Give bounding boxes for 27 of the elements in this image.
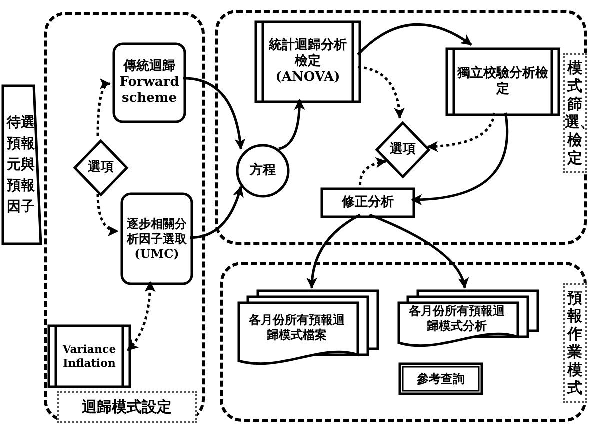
arrow	[306, 214, 361, 289]
group-label: 預報作業模式	[563, 283, 587, 403]
arrow	[411, 112, 508, 206]
predefined-process-box: 獨立校驗分析檢定	[446, 48, 560, 116]
arrow	[96, 80, 111, 136]
arrow	[369, 214, 468, 289]
query-box: 參考查詢	[399, 363, 483, 395]
predefined-process-box: Variance Inflation	[48, 325, 131, 388]
predefined-process-box: 統計迴歸分析檢定 (ANOVA)	[255, 21, 361, 103]
arrow	[278, 99, 306, 150]
equation-circle: 方程	[236, 144, 290, 198]
arrow	[96, 194, 119, 236]
process-box: 逐步相關分析因子選取 (UMC)	[121, 193, 193, 285]
arrow	[427, 112, 496, 152]
arrow	[357, 24, 472, 56]
dashed-group	[44, 12, 205, 422]
process-box: 修正分析	[321, 188, 415, 218]
dashed-group	[220, 262, 587, 422]
group-label: 模式篩選、檢定	[563, 53, 587, 173]
decision-diamond: 選項	[73, 139, 129, 197]
group-label: 迴歸模式設定	[57, 391, 197, 423]
dashed-group	[215, 10, 587, 245]
process-box: 傳統迴歸 Forward scheme	[113, 43, 186, 123]
arrow	[359, 158, 387, 186]
decision-diamond: 選項	[375, 121, 431, 179]
arrow	[358, 66, 405, 119]
arrow	[127, 281, 156, 352]
